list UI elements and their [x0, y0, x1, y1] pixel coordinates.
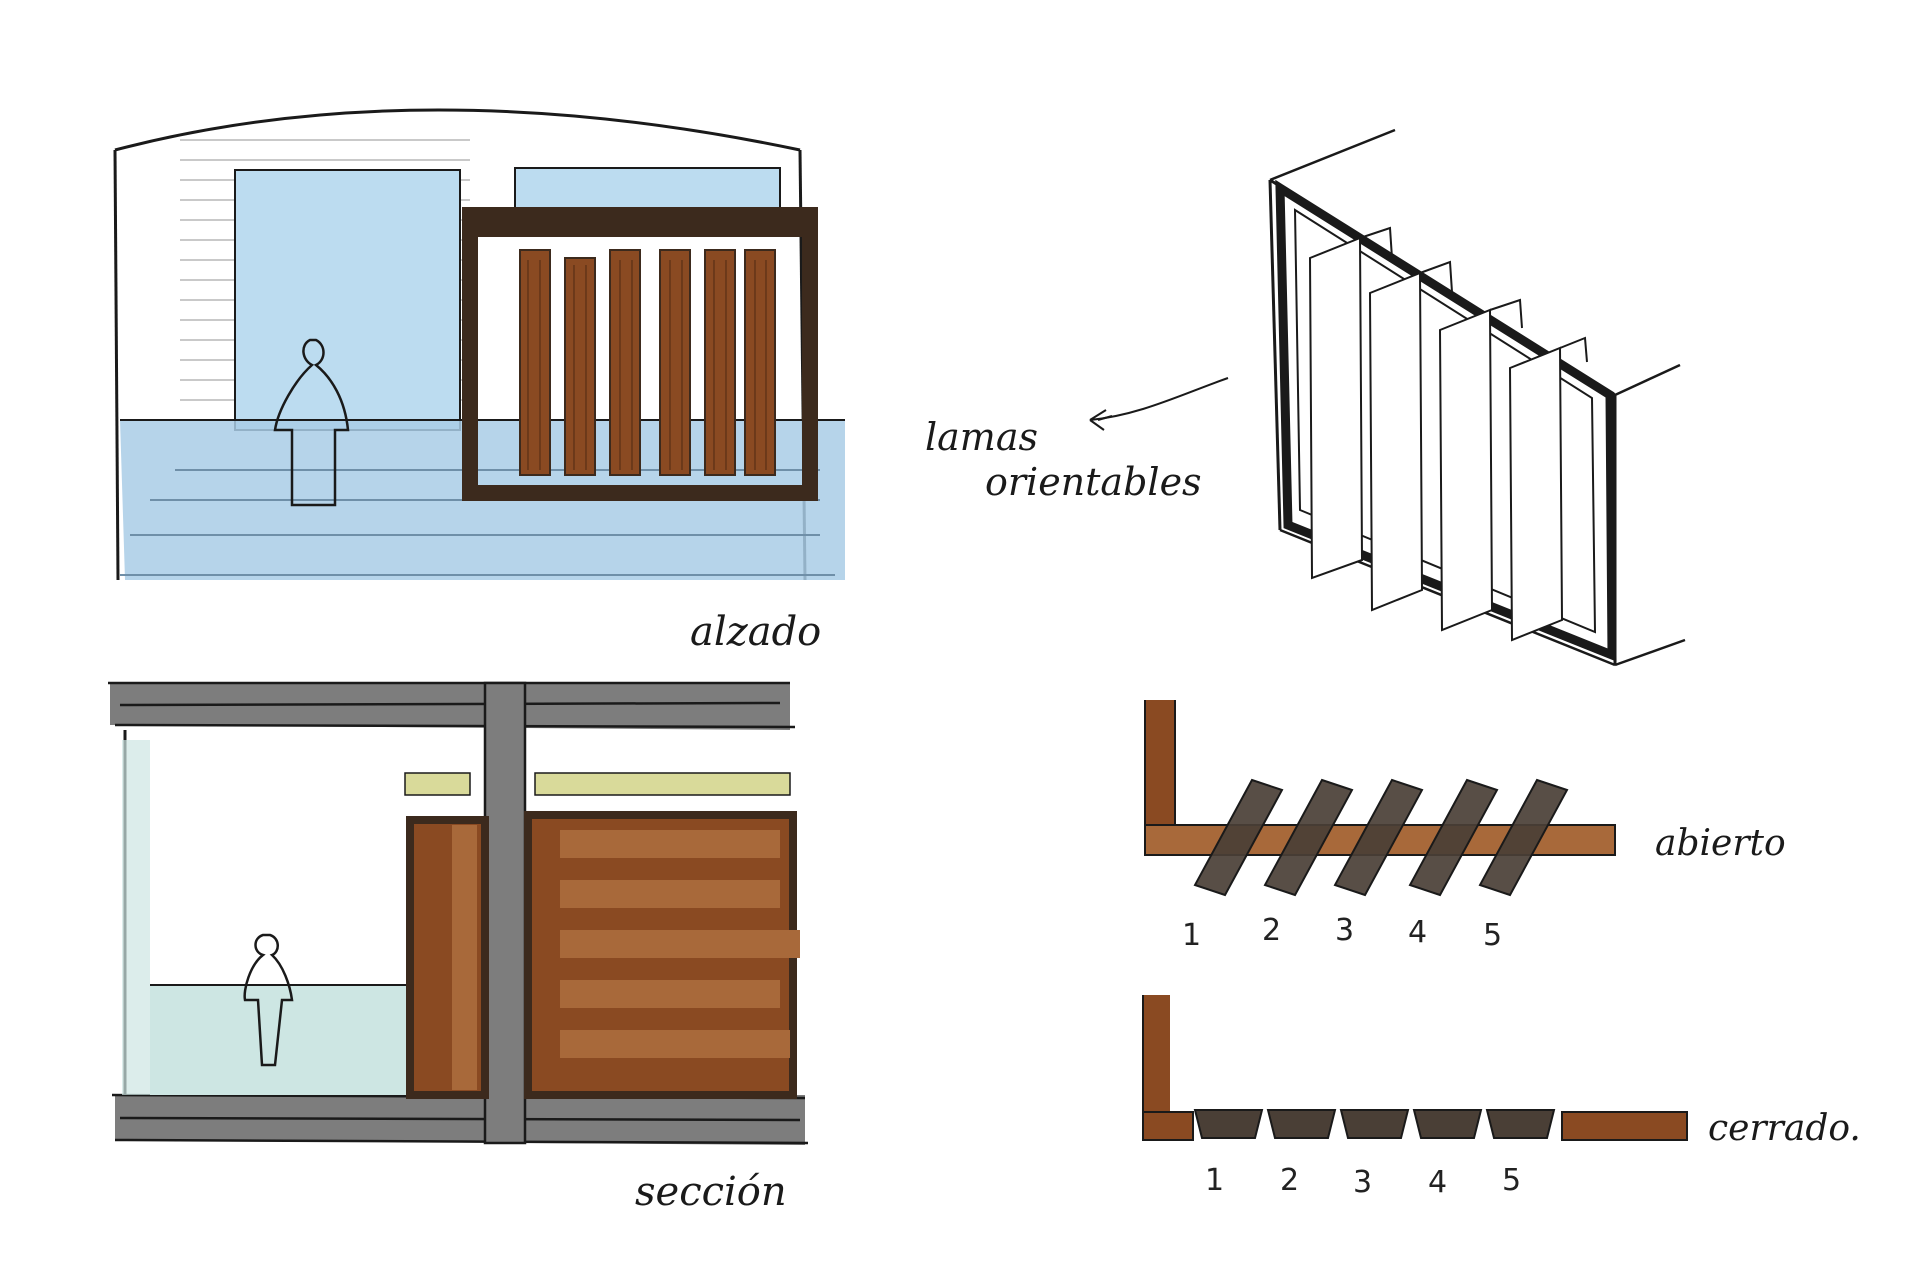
open-slat-number-3: 3	[1335, 913, 1354, 948]
abierto-label: abierto	[1655, 823, 1786, 864]
open-slat-3	[1333, 778, 1424, 897]
open-slat-4	[1408, 778, 1499, 897]
closed-slat-4	[1412, 1109, 1483, 1139]
alzado-drawing: alzado	[113, 108, 845, 655]
closed-slat-number-3: 3	[1353, 1165, 1372, 1200]
closed-slat-number-2: 2	[1280, 1163, 1299, 1198]
open-slat-2	[1263, 778, 1354, 897]
closed-slat-number-5: 5	[1502, 1163, 1521, 1198]
abierto-diagram: 1 2 3 4 5 abierto	[1144, 700, 1786, 953]
open-slat-number-2: 2	[1262, 913, 1281, 948]
closed-slat-3	[1339, 1109, 1410, 1139]
open-slat-5	[1478, 778, 1569, 897]
open-slat-number-4: 4	[1408, 915, 1427, 950]
cerrado-label: cerrado.	[1708, 1108, 1861, 1149]
closed-slat-number-1: 1	[1205, 1163, 1224, 1198]
seccion-drawing: sección	[108, 681, 809, 1215]
alzado-label: alzado	[690, 609, 821, 655]
seccion-label: sección	[635, 1169, 787, 1215]
open-slat-number-5: 5	[1483, 918, 1502, 953]
closed-slat-5	[1485, 1109, 1556, 1139]
lamas-orientables-drawing: lamas orientables	[925, 128, 1686, 667]
open-slat-number-1: 1	[1182, 918, 1201, 953]
lamas-label-line1: lamas	[925, 415, 1038, 459]
cerrado-diagram: 1 2 3 4 5 cerrado.	[1142, 995, 1861, 1200]
open-slat-1	[1193, 778, 1284, 897]
closed-slat-number-4: 4	[1428, 1165, 1447, 1200]
lamas-label-line2: orientables	[985, 460, 1202, 504]
closed-slat-2	[1266, 1109, 1337, 1139]
closed-slat-1	[1193, 1109, 1264, 1139]
